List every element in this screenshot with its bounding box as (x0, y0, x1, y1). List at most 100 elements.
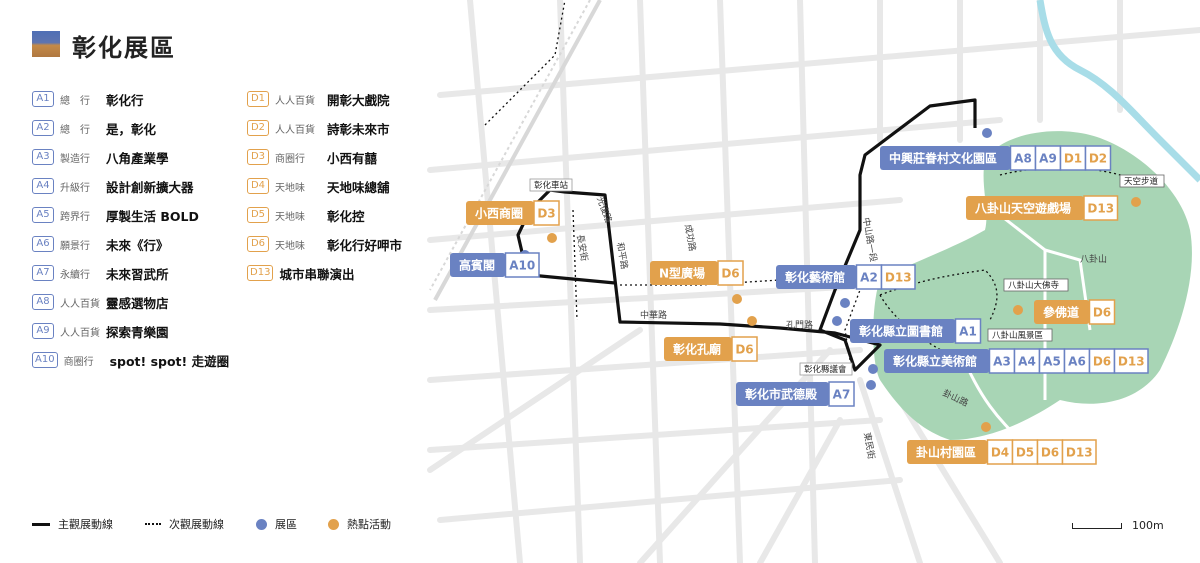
legend-category: 天地味 (275, 182, 305, 194)
place-tag-2[interactable]: 小西商圈 D3 (466, 200, 560, 226)
code-badge-label: A4 (1018, 355, 1036, 369)
page-title: 彰化展區 (72, 34, 176, 62)
code-badge-label: A9 (1039, 152, 1057, 166)
code-badge (1059, 145, 1087, 171)
legend-code-badge: A4 (32, 178, 54, 194)
legend-name: 彰化控 (327, 208, 365, 224)
legend-category: 商圈行 (275, 153, 305, 165)
code-badge (1009, 145, 1037, 171)
code-badge (717, 260, 744, 286)
code-badge (1113, 348, 1149, 374)
place-name: 八卦山天空遊戲場 (974, 201, 1071, 216)
legend-code-badge: A7 (32, 265, 54, 281)
legend-name: 開彰大戲院 (327, 92, 390, 108)
legend-code-badge: A10 (32, 352, 58, 368)
code-badge-label: D13 (1066, 446, 1093, 460)
legend-code-badge: A3 (32, 149, 54, 165)
street-changan: 長安街 (574, 233, 591, 262)
legend-category: 永續行 (60, 269, 90, 281)
legend-name: 詩彰未來市 (327, 121, 390, 137)
street-zhonghua: 中華路 (640, 309, 667, 321)
code-badge-label: D13 (1118, 355, 1145, 369)
legend-hotspot-label: 熱點活動 (347, 518, 391, 531)
legend-name: 彰化行 (106, 92, 144, 108)
place-name: 高賓閣 (459, 258, 495, 273)
legend-name: 是，彰化 (106, 121, 157, 137)
code-badge-label: A1 (959, 325, 977, 339)
boundary-dotted (484, 0, 566, 126)
legend-category: 總 行 (60, 124, 90, 136)
code-badge (1011, 439, 1039, 465)
legend-category: 天地味 (275, 211, 305, 223)
legend-code-badge: A5 (32, 207, 54, 223)
code-badge-label: A6 (1068, 355, 1086, 369)
code-badge-label: D13 (1087, 202, 1114, 216)
code-badge-label: A3 (993, 355, 1011, 369)
legend-name: 厚製生活 BOLD (106, 208, 199, 224)
landmark-buddha: 八卦山大佛寺 (1003, 278, 1069, 292)
legend-category: 跨界行 (60, 211, 90, 223)
place-name: 卦山村園區 (916, 445, 976, 460)
legend-item-a5: A5 跨界行 厚製生活 BOLD (32, 207, 199, 224)
street-guangfu: 光復路 (594, 195, 615, 224)
code-badge-label: D13 (885, 271, 912, 285)
code-badge-label: D1 (1064, 152, 1082, 166)
place-name: 參佛道 (1043, 305, 1079, 320)
railway (429, 0, 602, 301)
legend-code-badge: D1 (247, 91, 269, 107)
code-badge (1084, 145, 1112, 171)
legend-name: 彰化行好呷市 (327, 237, 403, 253)
code-badge (986, 439, 1014, 465)
river (1036, 0, 1200, 183)
code-badge (1036, 439, 1064, 465)
code-badge-label: D2 (1089, 152, 1107, 166)
code-badge (880, 264, 916, 290)
code-badge (1083, 195, 1119, 221)
legend-name: 天地味總舖 (327, 179, 390, 195)
svg-text:八卦山風景區: 八卦山風景區 (992, 330, 1043, 341)
place-name: 彰化縣立美術館 (893, 354, 977, 369)
legend-sub-route: 次觀展動線 (145, 516, 224, 532)
legend-name: 靈感選物店 (106, 295, 169, 311)
place-tag-1[interactable]: 八卦山天空遊戲場 D13 (966, 195, 1119, 221)
code-badge-label: A2 (860, 271, 878, 285)
legend-name: 未來《行》 (106, 237, 169, 253)
place-name: 小西商圈 (475, 206, 523, 221)
legend-code-badge: A6 (32, 236, 54, 252)
code-badge-label: D6 (1041, 446, 1059, 460)
code-badge-label: D3 (537, 207, 555, 221)
legend-code-badge: A1 (32, 91, 54, 107)
code-badge-label: A5 (1043, 355, 1061, 369)
legend-category: 升級行 (60, 182, 90, 194)
code-badge (988, 348, 1016, 374)
legend-name: 設計創新擴大器 (106, 179, 194, 195)
code-badge (1063, 348, 1091, 374)
legend-category: 天地味 (275, 240, 305, 252)
code-badge (828, 381, 855, 407)
street-chenggong: 成功路 (682, 223, 699, 252)
legend-code-badge: D13 (247, 265, 274, 281)
place-name: 彰化市武德殿 (745, 387, 818, 402)
legend-item-a4: A4 升級行 設計創新擴大器 (32, 178, 194, 195)
place-name: 彰化孔廟 (673, 342, 721, 357)
landmark-scenic: 八卦山風景區 (987, 328, 1053, 342)
legend-name: 八角產業學 (106, 150, 169, 166)
street-zhongshan: 中山路一段 (860, 216, 880, 262)
legend-exhibit: 展區 (256, 516, 297, 532)
